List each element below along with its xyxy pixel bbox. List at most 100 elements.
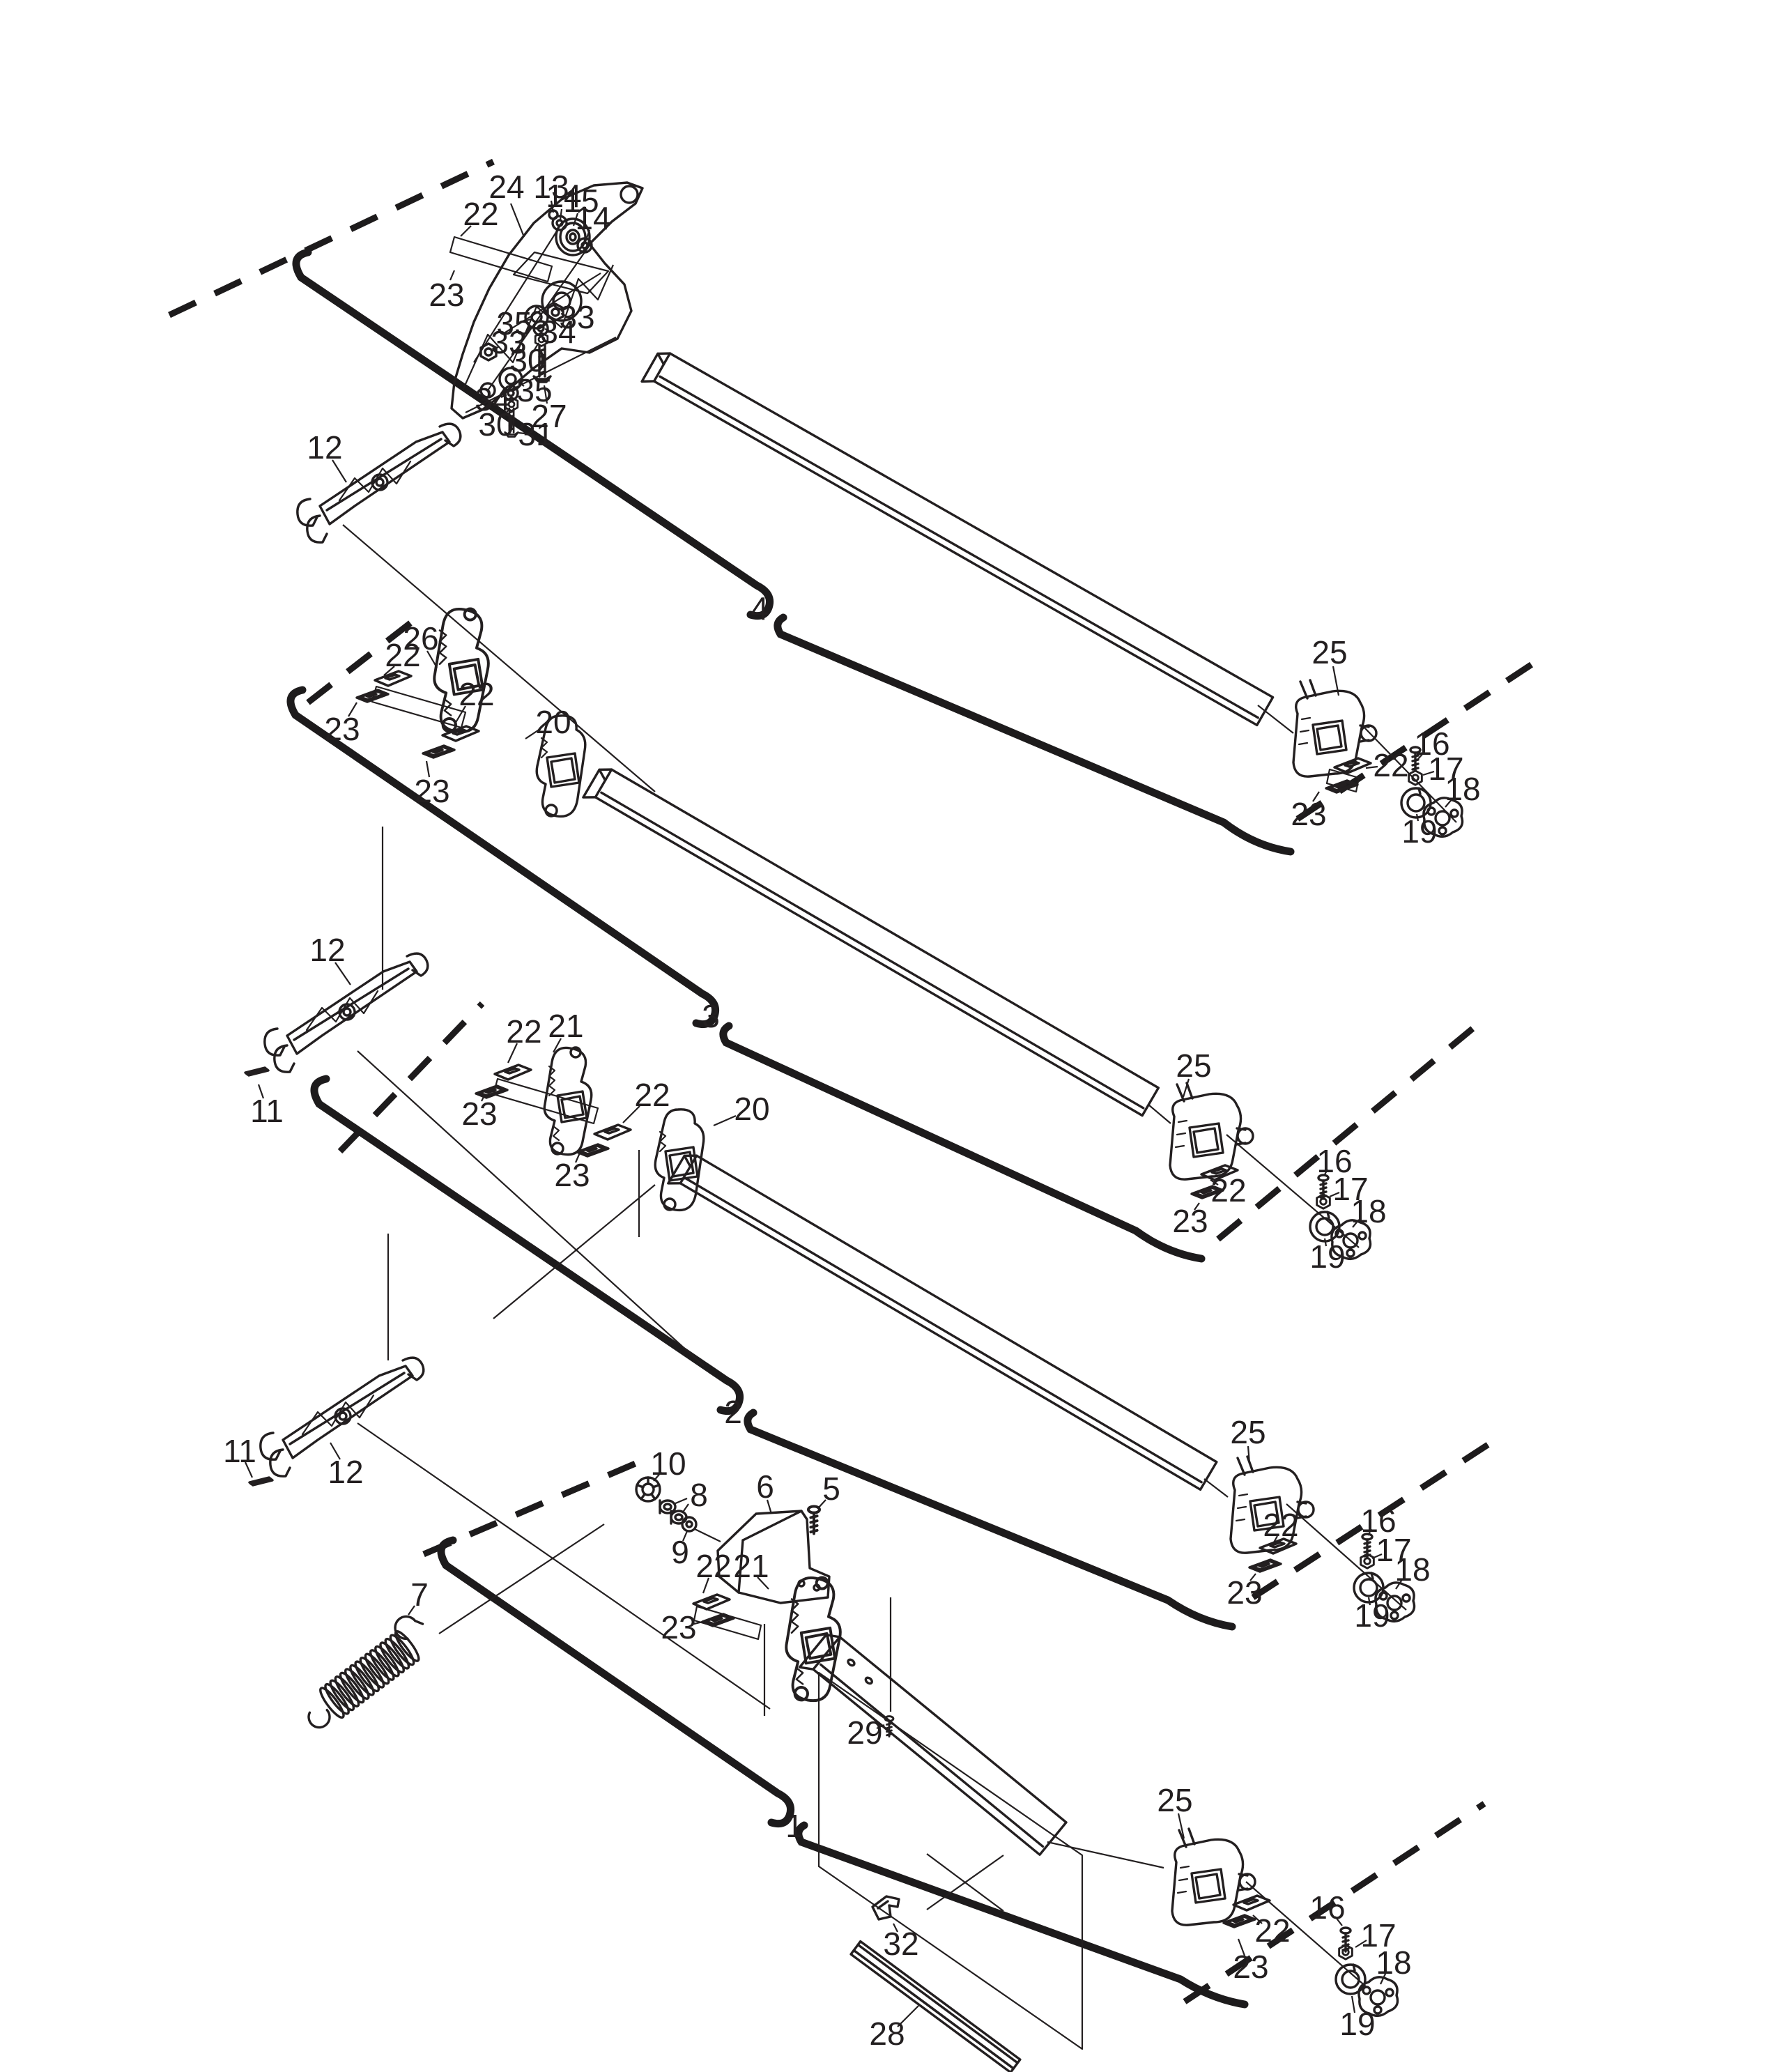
part-label-leader-22-28 [454, 705, 466, 726]
slider-12-mid [263, 952, 429, 1073]
part-label-13-3: 13 [533, 169, 569, 205]
part-label-leader-16-49 [1367, 1528, 1372, 1536]
tube-rail-3 [582, 768, 1160, 1117]
part-label-leader-22-43 [622, 1105, 640, 1123]
part-label-leader-16-21 [1417, 752, 1424, 760]
part-label-leader-17-35 [1329, 1191, 1340, 1198]
part-label-22-1: 22 [463, 196, 498, 232]
assembly-loop-3 [286, 686, 1206, 1263]
part-label-34-14: 34 [475, 381, 510, 417]
part-label-leader-30-10 [532, 342, 539, 353]
fabric-screen [817, 1671, 1084, 2050]
part-label-leader-10-55 [653, 1471, 662, 1482]
clip-23-row3a [355, 689, 390, 703]
part-label-leader-16-34 [1323, 1169, 1328, 1176]
part-label-leader-17-69 [1355, 1940, 1367, 1948]
part-label-leader-15-5 [572, 213, 579, 227]
part-label-leader-22-47 [1273, 1535, 1278, 1543]
part-label-33-8: 33 [559, 299, 594, 335]
bracket-20-row2 [654, 1108, 705, 1212]
part-label-leader-23-20 [1312, 791, 1320, 802]
part-label-29-64: 29 [847, 1714, 882, 1751]
part-label-leader-19-52 [1367, 1597, 1371, 1606]
part-label-19-52: 19 [1354, 1597, 1390, 1634]
part-label-14-6: 14 [575, 200, 610, 236]
part-label-leader-6-58 [766, 1499, 773, 1514]
part-label-17-69: 17 [1360, 1917, 1396, 1954]
bracket-21-row1 [785, 1576, 842, 1703]
dashed-boundaries [168, 158, 1535, 2004]
part-label-22-43: 22 [634, 1077, 670, 1113]
part-label-leader-8-56 [673, 1497, 688, 1505]
part-label-10-55: 10 [650, 1445, 686, 1482]
part-label-23-67: 23 [1233, 1949, 1268, 1985]
part-label-12-38: 12 [309, 932, 345, 968]
part-label-leader-7-63 [408, 1605, 415, 1616]
bracket-25-row4 [1292, 679, 1378, 778]
assembly-loop-1 [437, 1536, 1249, 2009]
part-label-25-65: 25 [1157, 1782, 1192, 1818]
clip-23-row2r [1248, 1558, 1282, 1573]
part-label-leader-19-71 [1351, 1995, 1356, 2013]
part-label-leader-11-54 [244, 1461, 254, 1478]
part-label-leader-22-1 [460, 225, 472, 237]
part-label-23-2: 23 [429, 277, 464, 313]
part-label-22-66: 22 [1254, 1912, 1290, 1949]
tube-rail-2 [667, 1154, 1218, 1491]
projection-lines [342, 524, 1457, 1988]
part-label-23-29: 23 [414, 773, 449, 809]
pin-11-low [248, 1476, 274, 1487]
part-label-23-42: 23 [461, 1096, 497, 1132]
part-label-leader-22-60 [702, 1577, 710, 1594]
part-label-31-16: 31 [518, 416, 553, 452]
part-label-34-9: 34 [540, 314, 576, 350]
part-label-7-63: 7 [410, 1576, 429, 1613]
part-label-leader-12-38 [334, 962, 351, 985]
clip-22-row2b [593, 1123, 632, 1141]
part-label-22-60: 22 [695, 1548, 731, 1584]
part-label-16-34: 16 [1316, 1143, 1352, 1179]
part-label-leader-16-68 [1334, 1916, 1343, 1926]
hook-clip-32 [871, 1895, 900, 1921]
part-label-leader-20-30 [525, 728, 541, 739]
part-label-21-41: 21 [548, 1008, 583, 1044]
part-label-leader-33-8 [560, 312, 567, 317]
part-label-leader-25-18 [1332, 666, 1340, 696]
part-label-14-4: 14 [546, 178, 581, 214]
part-label-leader-23-62 [691, 1620, 706, 1626]
part-label-30-15: 30 [478, 406, 514, 443]
part-label-leader-11-39 [257, 1084, 265, 1099]
part-label-leader-23-48 [1249, 1573, 1256, 1581]
part-label-11-54: 11 [223, 1433, 256, 1469]
assembly-label-4-0: 4 [751, 590, 769, 627]
assembly-label-2-2: 2 [724, 1394, 742, 1430]
part-label-leader-35-7 [523, 318, 532, 323]
part-label-16-68: 16 [1309, 1889, 1345, 1926]
part-label-5-59: 5 [822, 1471, 840, 1507]
part-label-leader-21-41 [553, 1038, 562, 1053]
part-label-33-12: 33 [491, 324, 526, 360]
part-label-leader-22-32 [1210, 1179, 1219, 1185]
part-label-17-35: 17 [1332, 1171, 1368, 1207]
part-label-18-70: 18 [1376, 1944, 1411, 1981]
part-label-leader-22-66 [1252, 1914, 1263, 1924]
part-label-23-33: 23 [1172, 1203, 1208, 1239]
fitting-8b [670, 1510, 688, 1525]
part-label-19-24: 19 [1401, 813, 1437, 850]
part-label-23-27: 23 [324, 711, 360, 747]
part-label-leader-18-23 [1445, 797, 1454, 808]
part-label-leader-32-72 [893, 1923, 898, 1933]
part-label-9-57: 9 [671, 1534, 689, 1570]
part-label-35-13: 35 [516, 372, 552, 408]
part-label-11-39: 11 [250, 1093, 284, 1129]
part-label-16-49: 16 [1360, 1503, 1396, 1539]
clip-22-row4r [1333, 757, 1372, 774]
part-label-leader-27-11 [543, 385, 548, 404]
part-label-leader-34-9 [544, 328, 550, 332]
part-label-25-46: 25 [1230, 1414, 1266, 1450]
part-label-leader-17-50 [1371, 1553, 1383, 1560]
part-label-19-37: 19 [1309, 1238, 1345, 1275]
screw-5 [806, 1505, 822, 1535]
part-label-leader-23-44 [574, 1151, 582, 1163]
